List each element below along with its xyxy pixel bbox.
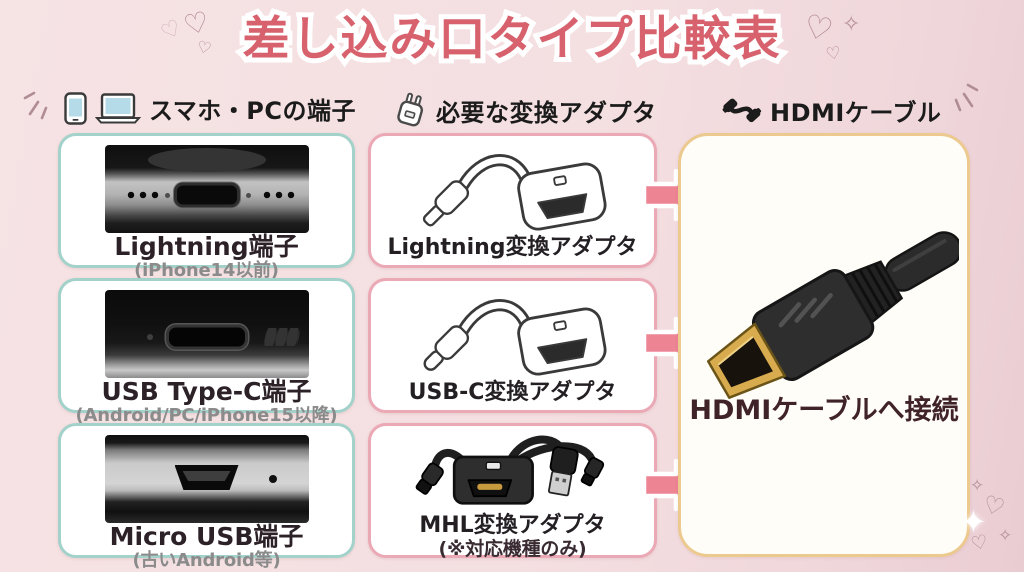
adapter-note: (※対応機種のみ) [438, 537, 587, 560]
laptop-icon [95, 92, 141, 124]
lightning-hdmi-adapter-illustration [422, 154, 607, 231]
hdmi-plug-illustration [706, 231, 959, 399]
smartphone-icon [64, 91, 87, 125]
adapter-card-mhl: MHL変換アダプタ (※対応機種のみ) [368, 423, 657, 560]
column-header-device-label: スマホ・PCの端子 [149, 96, 356, 125]
adapter-card-usb-c: USB-C変換アダプタ [368, 278, 657, 413]
device-label: USB Type-C端子 [101, 377, 312, 406]
iphone-lightning-port-photo [104, 145, 309, 233]
sparkle-lines-doodle [23, 91, 48, 120]
heart-doodle: ♡ [180, 4, 213, 43]
column-header-hdmi: HDMIケーブル [720, 90, 941, 130]
column-header-hdmi-label: HDMIケーブル [770, 98, 942, 127]
page-title-text: 差し込み口タイプ比較表 [242, 12, 782, 67]
device-note: (iPhone14以前) [134, 260, 279, 281]
column-header-adapter: 必要な変換アダプタ [392, 90, 657, 130]
sparkle-doodle: ✧ [842, 12, 861, 37]
usb-c-port [165, 324, 248, 350]
mhl-adapter-illustration [415, 435, 604, 505]
device-label: Micro USB端子 [109, 522, 304, 551]
device-note: (古いAndroid等) [132, 550, 281, 571]
hdmi-panel: HDMIケーブルへ接続 [678, 133, 970, 557]
sparkle-lines-doodle [954, 83, 979, 112]
device-card-micro-usb: Micro USB端子 (古いAndroid等) [58, 423, 355, 570]
usb-c-hdmi-adapter-illustration [423, 299, 607, 376]
sparkle-doodle: ✦ [960, 503, 987, 541]
adapter-card-lightning: Lightning変換アダプタ [368, 133, 657, 268]
page-title: 差し込み口タイプ比較表 差し込み口タイプ比較表 [0, 9, 1024, 74]
sparkle-doodle: ✧ [998, 526, 1013, 546]
hdmi-cable-icon [720, 92, 762, 128]
adapter-label: USB-C変換アダプタ [408, 380, 617, 405]
heart-doodle: ♡ [968, 530, 991, 556]
device-note: (Android/PC/iPhone15以降) [75, 405, 338, 426]
device-card-usb-c: USB Type-C端子 (Android/PC/iPhone15以降) [58, 278, 355, 425]
lightning-port [173, 182, 240, 208]
page-title-outline: 差し込み口タイプ比較表 [238, 9, 785, 70]
micro-usb-port-photo [104, 435, 309, 523]
adapter-label: Lightning変換アダプタ [387, 235, 638, 260]
adapter-label: MHL変換アダプタ [419, 513, 606, 538]
hdmi-panel-label: HDMIケーブルへ接続 [689, 395, 959, 426]
column-header-adapter-label: 必要な変換アダプタ [436, 98, 657, 127]
usb-c-port-photo [104, 290, 309, 378]
power-adapter-icon [392, 92, 428, 128]
device-label: Lightning端子 [114, 232, 299, 261]
column-header-device: スマホ・PCの端子 [64, 88, 356, 128]
heart-doodle: ♡ [824, 42, 843, 66]
device-card-lightning: Lightning端子 (iPhone14以前) [58, 133, 355, 280]
sparkle-doodle: ✧ [970, 476, 985, 496]
